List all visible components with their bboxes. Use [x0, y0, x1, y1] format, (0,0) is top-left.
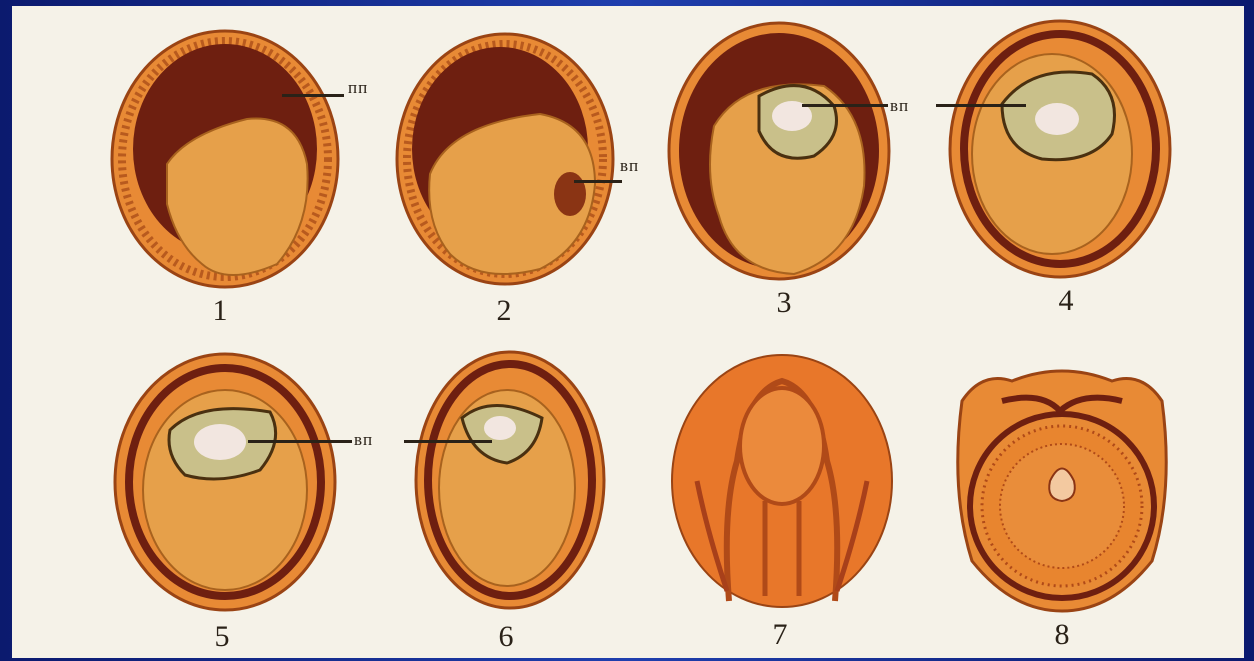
embryo-stage-1: [107, 24, 347, 294]
label-vp-stage-2: вп: [620, 156, 639, 176]
stage-number-4: 4: [1046, 284, 1086, 318]
figure-panel: пп 1 вп 2 вп 3: [12, 6, 1244, 658]
embryo-stage-4: [942, 14, 1182, 284]
embryo-stage-3: [664, 16, 904, 286]
leader-line-4: [936, 104, 1026, 107]
stage-number-6: 6: [486, 620, 526, 654]
embryo-stage-5: [110, 350, 350, 620]
stage-number-5: 5: [202, 620, 242, 654]
label-vp-stage-5: вп: [354, 430, 373, 450]
embryo-stage-4-drawing: [942, 14, 1182, 284]
embryo-stage-8-drawing: [942, 361, 1182, 621]
label-vp-stage-3: вп: [890, 96, 909, 116]
embryo-stage-6-drawing: [412, 348, 612, 618]
stage-number-2: 2: [484, 294, 524, 328]
embryo-stage-2-drawing: [390, 24, 630, 294]
embryo-stage-6: [412, 348, 612, 618]
stage-number-7: 7: [760, 618, 800, 652]
stage-number-3: 3: [764, 286, 804, 320]
embryo-stage-1-drawing: [107, 24, 347, 294]
label-pp: пп: [348, 78, 368, 98]
leader-line-2: [574, 180, 622, 183]
leader-line-5: [248, 440, 352, 443]
embryo-stage-2: [390, 24, 630, 294]
embryo-stage-5-drawing: [110, 350, 350, 620]
embryo-stage-7-drawing: [667, 351, 897, 611]
leader-line-6: [404, 440, 492, 443]
embryo-stage-7: [667, 351, 897, 611]
leader-line-3: [802, 104, 888, 107]
stage-number-8: 8: [1042, 618, 1082, 652]
stage-number-1: 1: [200, 294, 240, 328]
leader-line-1: [282, 94, 344, 97]
embryo-stage-3-drawing: [664, 16, 904, 286]
embryo-stage-8: [942, 361, 1182, 621]
